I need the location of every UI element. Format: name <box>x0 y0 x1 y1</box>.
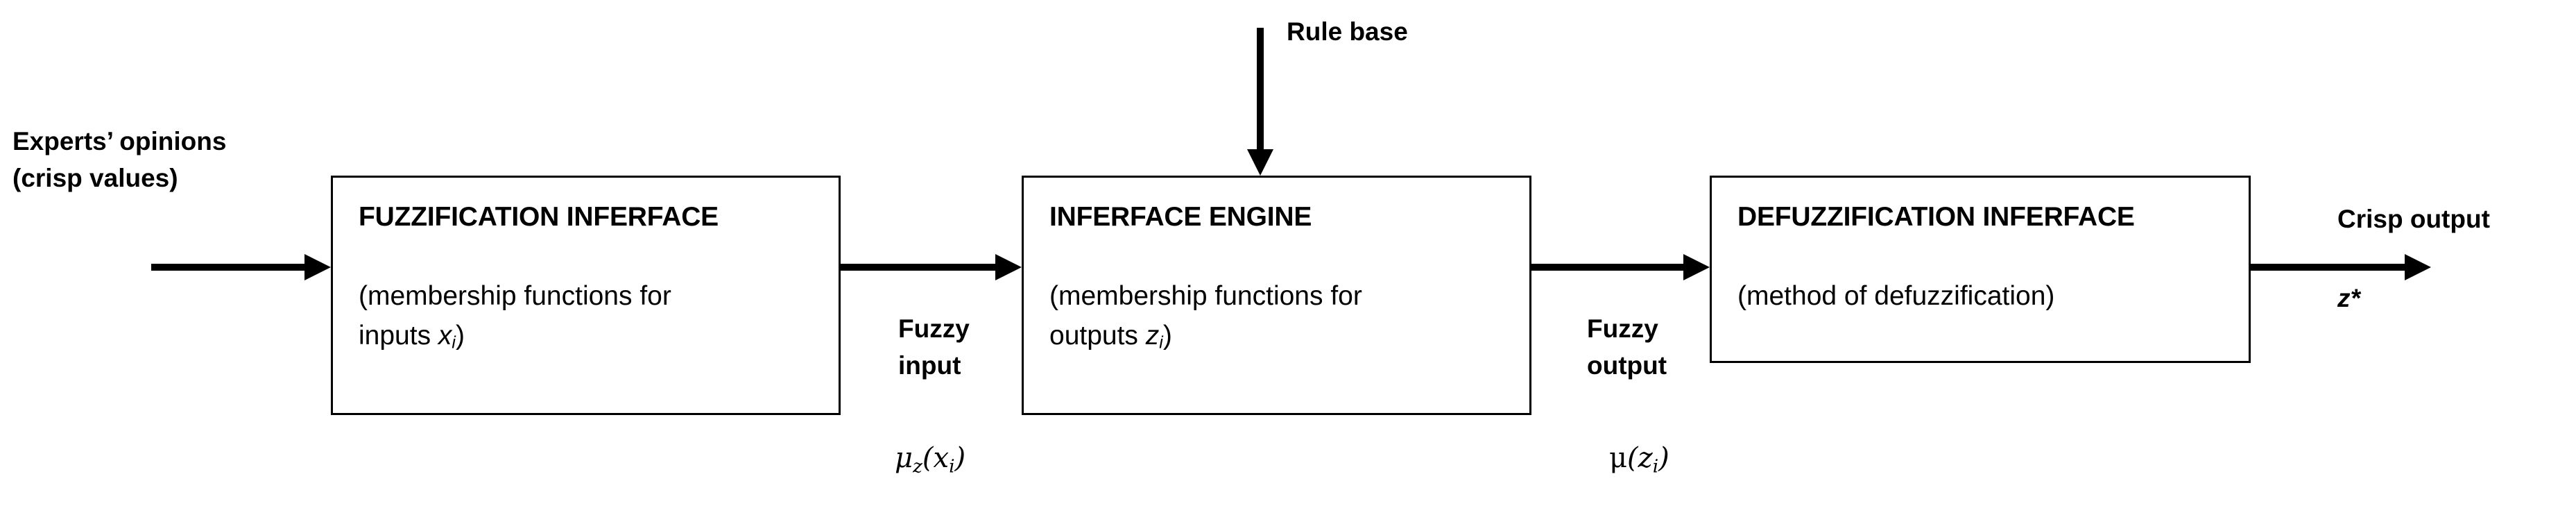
box-fuzzification-inferface: FUZZIFICATION INFERFACE (membership func… <box>331 176 841 415</box>
fuzzy-output-formula: μ(zi) <box>1609 442 1669 478</box>
fuzzy-output-label: Fuzzy output <box>1587 314 1667 380</box>
box-inferface-engine-subtitle-prefix: (membership functions for outputs <box>1049 281 1362 351</box>
rule-base-label: Rule base <box>1287 17 1408 46</box>
fuzzy-input-label: Fuzzy input <box>898 314 970 380</box>
box-inferface-engine: INFERFACE ENGINE (membership functions f… <box>1022 176 1531 415</box>
box-fuzzification-title: FUZZIFICATION INFERFACE <box>359 202 719 232</box>
box-defuzzification-title: DEFUZZIFICATION INFERFACE <box>1737 202 2135 232</box>
crisp-output-label: Crisp output <box>2337 205 2490 233</box>
box-inferface-engine-subtitle-symbol: zi <box>1145 320 1163 353</box>
experts-opinions-label: Experts’ opinions (crisp values) <box>12 127 227 192</box>
box-fuzzification-subtitle: (membership functions for inputs xi) <box>359 277 830 355</box>
fuzzy-input-formula: μz(xi) <box>895 442 966 478</box>
box-fuzzification-subtitle-suffix: ) <box>455 320 465 351</box>
box-defuzzification-subtitle-prefix: (method of defuzzification) <box>1737 281 2055 311</box>
box-inferface-engine-subtitle-suffix: ) <box>1162 320 1172 351</box>
crisp-output-symbol: z* <box>2337 284 2360 312</box>
box-fuzzification-subtitle-symbol: xi <box>438 320 456 353</box>
box-defuzzification-subtitle: (method of defuzzification) <box>1737 277 2237 316</box>
box-defuzzification-inferface: DEFUZZIFICATION INFERFACE (method of def… <box>1710 176 2251 363</box>
box-inferface-engine-title: INFERFACE ENGINE <box>1049 202 1312 232</box>
box-fuzzification-subtitle-prefix: (membership functions for inputs <box>359 281 671 351</box>
box-inferface-engine-subtitle: (membership functions for outputs zi) <box>1049 277 1521 355</box>
